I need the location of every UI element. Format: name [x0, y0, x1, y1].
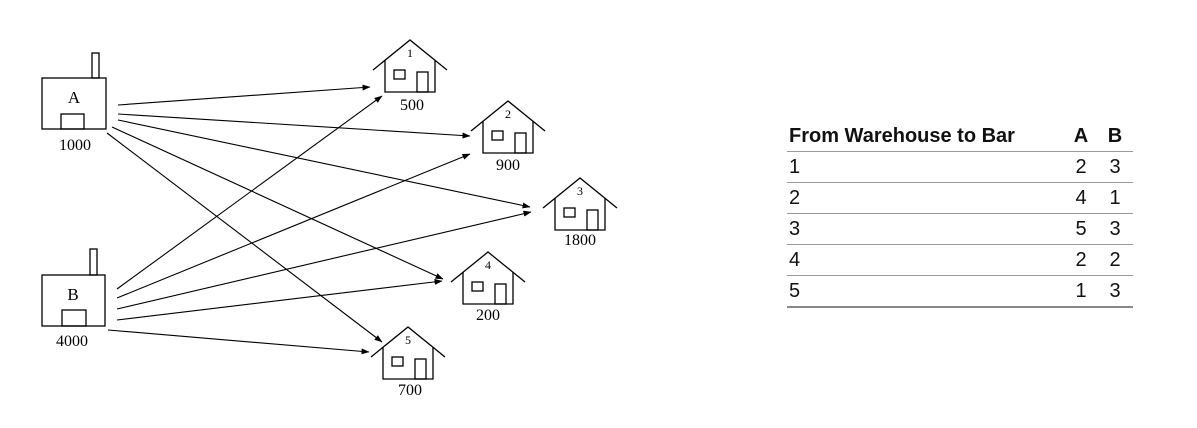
- table-row: 3 5 3: [787, 213, 1133, 245]
- cell-bar: 3: [787, 213, 1065, 245]
- cell-cost-a: 2: [1065, 244, 1099, 276]
- bar-3-walls: [554, 198, 606, 231]
- table-row: 2 4 1: [787, 182, 1133, 214]
- bar-1-window: [393, 69, 406, 80]
- bar-1-demand: 500: [400, 97, 424, 114]
- bar-3-window: [563, 207, 576, 218]
- bar-4-demand: 200: [476, 307, 500, 324]
- arrow-a-to-bar-3: [117, 119, 531, 209]
- cell-cost-b: 2: [1099, 244, 1133, 276]
- cell-cost-b: 3: [1099, 213, 1133, 245]
- bar-1-walls: [384, 60, 436, 93]
- bar-2-number: 2: [505, 107, 511, 121]
- bar-1-door: [416, 71, 429, 93]
- table-row: 4 2 2: [787, 244, 1133, 276]
- bar-3-demand: 1800: [564, 232, 596, 249]
- arrow-b-to-bar-2: [116, 153, 471, 299]
- warehouse-b-door: [61, 309, 87, 327]
- arrow-b-to-bar-1: [116, 95, 383, 290]
- warehouse-a-chimney: [91, 52, 100, 79]
- bar-4-number: 4: [485, 258, 491, 272]
- warehouse-b-chimney: [89, 248, 98, 276]
- cell-cost-b: 1: [1099, 182, 1133, 214]
- bar-3-number: 3: [577, 184, 583, 198]
- cell-cost-b: 3: [1099, 275, 1133, 308]
- column-header-b: B: [1099, 121, 1133, 152]
- arrow-b-to-bar-5: [107, 329, 370, 355]
- table-row: 1 2 3: [787, 151, 1133, 183]
- warehouse-a: A 1000: [41, 52, 107, 154]
- bar-3-house: 3 1800: [542, 177, 618, 249]
- bar-5-door: [414, 358, 427, 380]
- bar-4-house: 4 200: [450, 251, 526, 324]
- bar-2-demand: 900: [496, 157, 520, 174]
- cell-bar: 1: [787, 151, 1065, 183]
- bar-2-window: [491, 130, 504, 141]
- bar-5-number: 5: [405, 333, 411, 347]
- arrow-a-to-bar-2: [117, 113, 471, 139]
- arrows-from-warehouse-a: [106, 84, 531, 343]
- cell-bar: 4: [787, 244, 1065, 276]
- table-header-row: From Warehouse to Bar A B: [787, 121, 1133, 152]
- bar-1-house: 1 500: [372, 39, 448, 114]
- cell-cost-a: 2: [1065, 151, 1099, 183]
- bar-4-window: [471, 281, 484, 292]
- shipping-cost-table: From Warehouse to Bar A B 1 2 3 2 4 1 3 …: [787, 121, 1133, 308]
- warehouse-a-label: A: [68, 88, 81, 107]
- arrow-a-to-bar-4: [111, 126, 444, 280]
- cell-cost-b: 3: [1099, 151, 1133, 183]
- cell-bar: 5: [787, 275, 1065, 308]
- warehouse-a-supply: 1000: [59, 137, 91, 154]
- arrow-a-to-bar-1: [117, 84, 371, 106]
- bar-5-window: [391, 356, 404, 367]
- cell-cost-a: 4: [1065, 182, 1099, 214]
- column-header-route: From Warehouse to Bar: [787, 121, 1065, 152]
- bar-5-house: 5 700: [370, 326, 446, 399]
- bar-4-door: [494, 283, 507, 305]
- warehouse-b: B 4000: [41, 248, 106, 350]
- warehouse-a-door: [60, 113, 85, 130]
- cell-cost-a: 5: [1065, 213, 1099, 245]
- bar-3-door: [586, 209, 599, 231]
- bar-2-house: 2 900: [470, 100, 546, 174]
- arrow-b-to-bar-4: [116, 278, 443, 321]
- bar-2-door: [514, 132, 527, 154]
- cell-cost-a: 1: [1065, 275, 1099, 308]
- bar-5-walls: [382, 347, 434, 380]
- bar-1-number: 1: [407, 46, 413, 60]
- arrows-from-warehouse-b: [107, 95, 532, 355]
- bar-5-demand: 700: [398, 382, 422, 399]
- column-header-a: A: [1065, 121, 1099, 152]
- arrow-b-to-bar-3: [116, 210, 532, 310]
- warehouse-b-supply: 4000: [56, 333, 88, 350]
- bar-4-walls: [462, 272, 514, 305]
- warehouse-b-label: B: [67, 285, 78, 304]
- cell-bar: 2: [787, 182, 1065, 214]
- table-row: 5 1 3: [787, 275, 1133, 308]
- bar-2-walls: [482, 121, 534, 154]
- arrow-a-to-bar-5: [106, 132, 383, 343]
- transportation-network-diagram: A 1000 B 4000 1 500 2 900 3 1800: [41, 39, 618, 399]
